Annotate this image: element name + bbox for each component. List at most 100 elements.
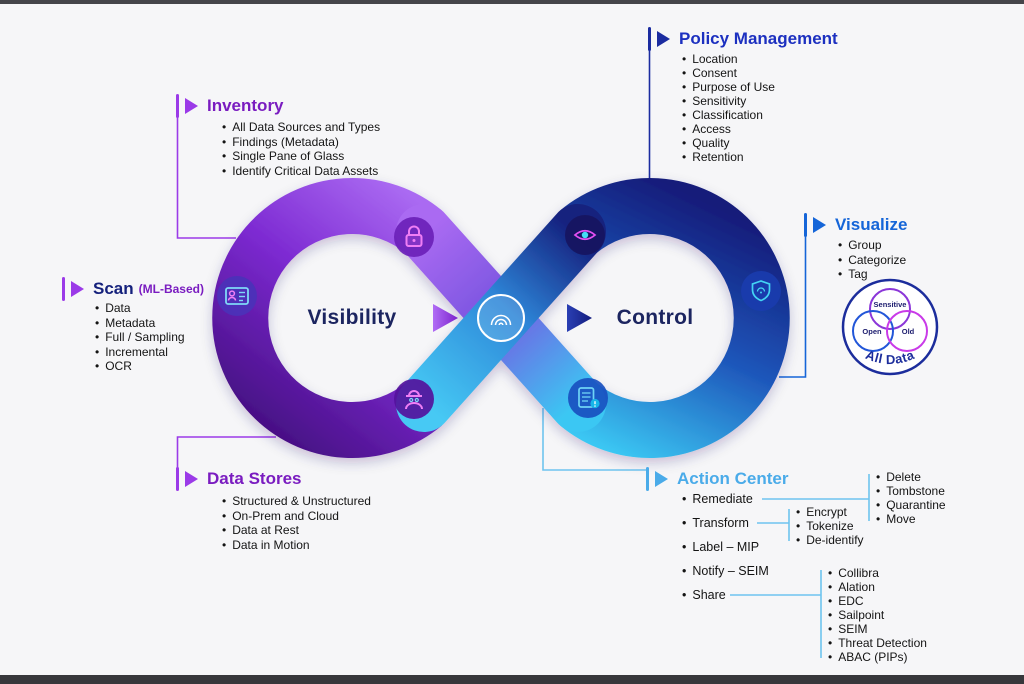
bullet-item: Categorize [838,253,906,268]
transform-sub-items: Encrypt Tokenize De-identify [796,505,864,547]
flag-pole [648,27,651,51]
bullet-item: Classification [682,108,775,122]
bullet-item: Data in Motion [222,538,371,553]
bullet-item: Incremental [95,345,185,360]
flag-arrow-icon [657,31,670,47]
bullet-item: Encrypt [796,505,864,519]
scan-callout-header: Scan (ML-Based) [62,277,204,301]
bullet-item: Quality [682,136,775,150]
flag-pole [176,94,179,118]
visualize-connector-line [779,236,807,378]
policy-title: Policy Management [679,29,838,48]
bullet-item: Threat Detection [828,636,927,650]
bullet-item: EDC [828,594,927,608]
policy-callout-header: Policy Management [648,27,838,51]
bullet-item: Share [682,583,769,607]
flag-arrow-icon [185,98,198,114]
visibility-loop [212,178,442,458]
bullet-item: SEIM [828,622,927,636]
visualize-items: Group Categorize Tag [838,238,906,282]
bullet-item: Group [838,238,906,253]
data-stores-connector-line [176,436,276,470]
venn-label-all-data: All Data [864,347,917,367]
venn-diagram: Sensitive Open Old All Data [841,278,939,376]
bullet-item: On-Prem and Cloud [222,509,371,524]
bullet-item: Consent [682,66,775,80]
bullet-item: Sensitivity [682,94,775,108]
bullet-item: ABAC (PIPs) [828,650,927,664]
control-arrow-icon [567,304,592,332]
bullet-item: Delete [876,470,946,484]
bullet-item: Full / Sampling [95,330,184,345]
scan-subtitle: (ML-Based) [138,282,204,296]
flag-arrow-icon [71,281,84,297]
flag-pole [804,213,807,237]
venn-label-old: Old [902,327,915,336]
bullet-item: Location [682,52,775,66]
action-center-callout-header: Action Center [646,467,788,491]
bullet-item: Identify Critical Data Assets [222,164,380,179]
flag-arrow-icon [813,217,826,233]
inventory-connector-line [176,112,236,239]
scan-items: Data Metadata Full / Sampling Incrementa… [95,301,185,374]
visibility-label: Visibility [307,306,397,329]
lock-icon [394,217,434,257]
bullet-item: Metadata [95,316,185,331]
visualize-callout-header: Visualize [804,213,907,237]
bullet-item: Data [95,301,185,316]
inventory-callout-header: Inventory [176,94,284,118]
bullet-item: Tokenize [796,519,864,533]
venn-old-circle [886,310,928,352]
document-alert-icon [568,378,608,418]
bullet-item: Label – MIP [682,535,769,559]
flag-arrow-icon [185,471,198,487]
bullet-item: Alation [828,580,927,594]
action-center-connector-line [542,408,648,471]
fingerprint-icon [477,294,525,342]
remediate-sub-items: Delete Tombstone Quarantine Move [876,470,946,526]
inventory-title: Inventory [207,96,284,115]
bullet-item: De-identify [796,533,863,547]
bullet-item: Single Pane of Glass [222,149,380,164]
cross-band-over [396,204,606,432]
bullet-item: Findings (Metadata) [222,135,380,150]
venn-open-circle [852,310,894,352]
policy-items: Location Consent Purpose of Use Sensitiv… [682,52,775,164]
bullet-item: Data at Rest [222,523,371,538]
bullet-item: Purpose of Use [682,80,775,94]
bullet-item: Transform [682,511,769,535]
infinity-ribbon [212,178,790,458]
bullet-item: Quarantine [876,498,945,512]
shield-fingerprint-icon [741,271,781,311]
venn-label-sensitive: Sensitive [874,300,907,309]
bullet-item: Tag [838,267,906,282]
top-edge-bar [0,0,1024,4]
visualize-title: Visualize [835,215,908,234]
share-sub-items: Collibra Alation EDC Sailpoint SEIM Thre… [828,566,927,664]
data-stores-items: Structured & Unstructured On-Prem and Cl… [222,494,371,552]
id-scan-icon [217,276,257,316]
flag-pole [62,277,65,301]
data-stores-callout-header: Data Stores [176,467,301,491]
venn-sensitive-circle [869,288,911,330]
action-center-title: Action Center [677,469,789,488]
bullet-item: Structured & Unstructured [222,494,371,509]
visibility-arrow-icon [433,304,458,332]
bullet-item: Access [682,122,775,136]
bullet-item: Remediate [682,487,769,511]
bullet-item: All Data Sources and Types [222,120,380,135]
bullet-item: Sailpoint [828,608,927,622]
control-loop [560,178,790,458]
bullet-item: Collibra [828,566,927,580]
bullet-item: OCR [95,359,185,374]
flag-arrow-icon [655,471,668,487]
action-center-items: Remediate Transform Label – MIP Notify –… [682,487,769,607]
flag-pole [176,467,179,491]
control-label: Control [616,306,694,329]
bullet-item: Move [876,512,946,526]
bullet-item: Retention [682,150,775,164]
bullet-item: Notify – SEIM [682,559,768,583]
bullet-item: Tombstone [876,484,946,498]
